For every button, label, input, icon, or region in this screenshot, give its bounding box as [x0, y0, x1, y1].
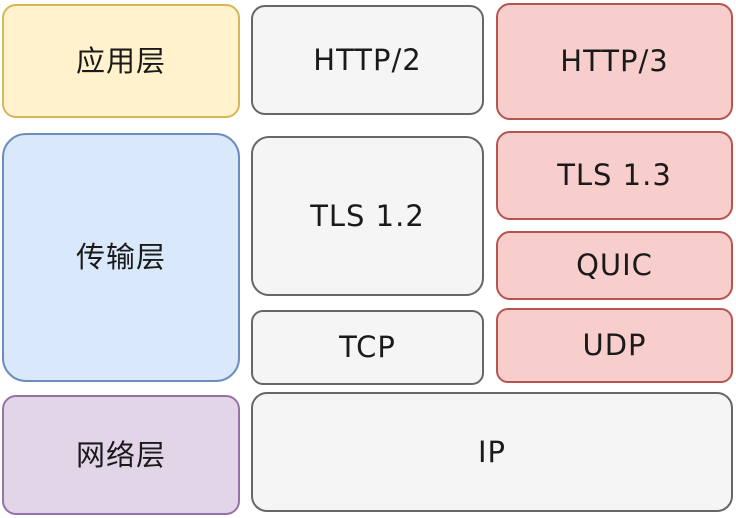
node-udp-label: UDP [582, 328, 647, 363]
node-http3-label: HTTP/3 [560, 44, 669, 79]
node-http2-label: HTTP/2 [313, 42, 422, 77]
node-network-layer: 网络层 [2, 395, 240, 515]
node-udp: UDP [496, 308, 733, 383]
node-tls12: TLS 1.2 [251, 136, 484, 296]
node-transport-layer-label: 传输层 [75, 240, 166, 275]
node-tcp: TCP [251, 310, 484, 385]
node-application-layer-label: 应用层 [75, 43, 166, 78]
node-application-layer: 应用层 [2, 4, 240, 118]
node-tls13-label: TLS 1.3 [557, 158, 672, 193]
node-ip: IP [251, 392, 733, 512]
node-http2: HTTP/2 [251, 5, 484, 115]
node-transport-layer: 传输层 [2, 133, 240, 382]
node-network-layer-label: 网络层 [75, 437, 166, 472]
node-quic: QUIC [496, 231, 733, 300]
node-tcp-label: TCP [339, 330, 396, 365]
node-tls12-label: TLS 1.2 [310, 198, 425, 233]
node-quic-label: QUIC [576, 248, 653, 283]
node-tls13: TLS 1.3 [496, 131, 733, 220]
node-http3: HTTP/3 [496, 3, 733, 120]
node-ip-label: IP [477, 434, 507, 469]
